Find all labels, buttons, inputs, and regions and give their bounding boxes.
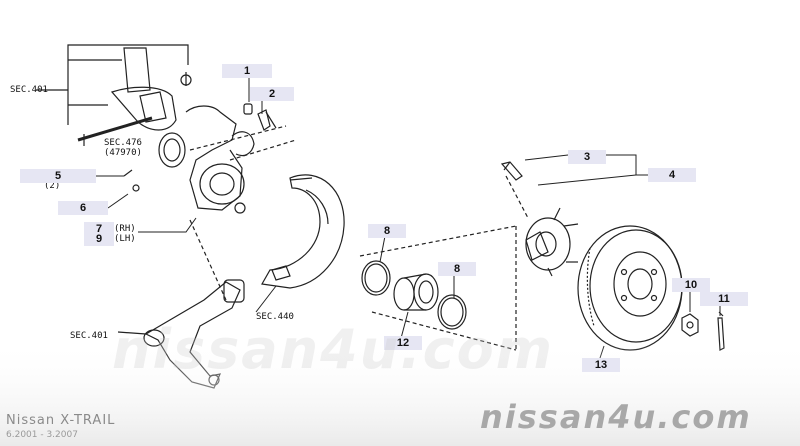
rh-ref: (RH) — [114, 224, 136, 234]
callout-11[interactable]: 11 — [700, 292, 748, 306]
callout-1[interactable]: 1 — [222, 64, 272, 78]
model-years: 6.2001 - 3.2007 — [6, 430, 78, 440]
snap-ring-icon — [361, 260, 391, 296]
callout-leaders — [96, 78, 721, 359]
steering-knuckle-icon — [123, 105, 255, 214]
callout-13[interactable]: 13 — [582, 358, 620, 372]
wheel-bearing-icon — [393, 273, 439, 311]
callout-5[interactable]: 5 — [20, 169, 96, 183]
callout-8-right[interactable]: 8 — [438, 262, 476, 276]
callout-10[interactable]: 10 — [672, 278, 710, 292]
sec476-ref: SEC.476 (47970) — [104, 138, 142, 158]
sec401-upper-ref: SEC.401 — [10, 85, 48, 95]
hub-bolt-icon — [500, 161, 523, 181]
model-name: Nissan X-TRAIL — [6, 413, 116, 428]
callout-6[interactable]: 6 — [58, 201, 108, 215]
wheel-hub-icon — [525, 207, 579, 277]
callout-9[interactable]: 9 — [84, 232, 114, 246]
sec440-ref: SEC.440 — [256, 312, 294, 322]
callout-3[interactable]: 3 — [568, 150, 606, 164]
leader-dashes — [189, 125, 529, 351]
bolts-icon — [243, 103, 277, 131]
sec401-bracket — [36, 44, 189, 125]
snap-ring-2-icon — [437, 294, 467, 330]
hub-nut-icon — [681, 313, 699, 337]
callout-12[interactable]: 12 — [384, 336, 422, 350]
sec401-lower-ref: SEC.401 — [70, 331, 108, 341]
callout-2[interactable]: 2 — [250, 87, 294, 101]
lh-ref: (LH) — [114, 234, 136, 244]
callout-4[interactable]: 4 — [648, 168, 696, 182]
callout-8-left[interactable]: 8 — [368, 224, 406, 238]
strut-icon — [77, 47, 192, 146]
qty5-ref: (2) — [44, 181, 61, 191]
watermark-center: nissan4u.com — [112, 318, 555, 381]
dust-baffle-icon — [261, 174, 345, 289]
brake-rotor-icon — [577, 225, 683, 351]
watermark-bottom: nissan4u.com — [480, 398, 752, 436]
